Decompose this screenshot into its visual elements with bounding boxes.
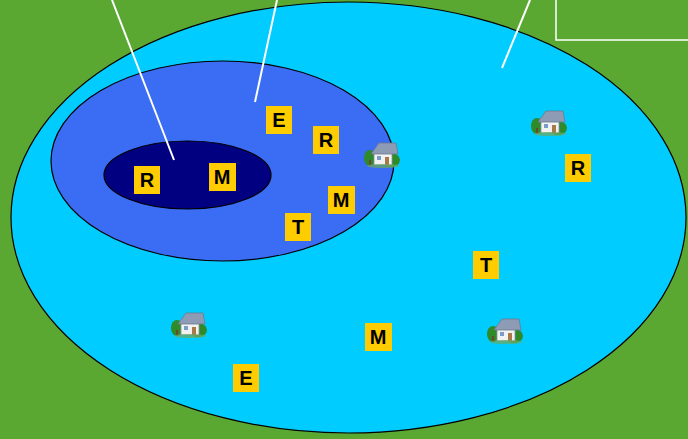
tag-letter: R (571, 158, 585, 178)
tag-letter: T (480, 255, 492, 275)
tag-letter: R (319, 130, 333, 150)
letter-tag: M (209, 163, 236, 191)
tag-letter: T (292, 217, 304, 237)
region-shape (104, 141, 271, 209)
tag-letter: M (333, 190, 350, 210)
outer-region: RMERMTRTME (10, 1, 687, 434)
middle-region: RMERMT (50, 60, 395, 262)
tag-letter: M (370, 327, 387, 347)
letter-tag: E (266, 106, 292, 134)
letter-tag: T (285, 213, 311, 241)
region-shape (51, 61, 394, 261)
inner-region: RM (103, 140, 272, 210)
letter-tag: R (134, 166, 160, 194)
letter-tag: M (328, 186, 355, 214)
tag-letter: E (272, 110, 285, 130)
tag-letter: M (214, 167, 231, 187)
letter-tag: T (473, 251, 499, 279)
letter-tag: R (313, 126, 339, 154)
tag-letter: R (140, 170, 154, 190)
region-shape (11, 2, 686, 433)
callout-box (556, 0, 688, 40)
letter-tag: M (365, 323, 392, 351)
letter-tag: R (565, 154, 591, 182)
region-outline (103, 140, 272, 210)
tag-letter: E (239, 368, 252, 388)
letter-tag: E (233, 364, 259, 392)
